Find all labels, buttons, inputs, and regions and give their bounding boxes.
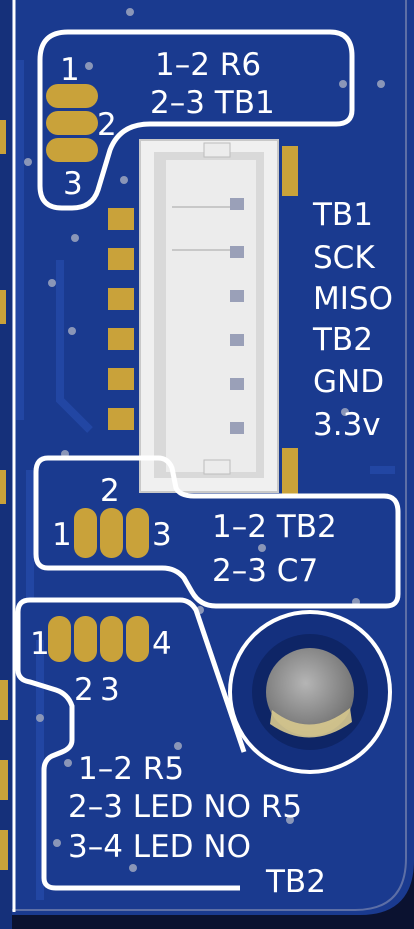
connector-pin-label-1: TB1: [312, 197, 373, 233]
connector-pin-label-2: SCK: [313, 240, 375, 276]
jumper-mid-line-2: 2–3 C7: [212, 553, 318, 589]
connector-body: [139, 139, 279, 493]
connector-pin-label-6: 3.3v: [313, 407, 381, 443]
jumper-top-pin-3: 3: [63, 166, 83, 202]
jumper-bottom-pin-3: 3: [100, 672, 120, 708]
connector-side-pads: [108, 146, 298, 494]
jumper-top-pin-2: 2: [97, 107, 117, 143]
jumper-top-pin-1: 1: [60, 52, 80, 88]
left-edge-pads: [0, 120, 8, 870]
jumper-bottom-pin-1: 1: [30, 626, 50, 662]
mounting-hole: [228, 610, 392, 774]
jumper-bottom-line-3: 3–4 LED NO: [68, 829, 251, 865]
jumper-top-line-2: 2–3 TB1: [150, 85, 275, 121]
connector-pin-label-4: TB2: [312, 322, 373, 358]
jumper-mid-outline: [33, 455, 401, 609]
jumper-bottom-pads: [48, 616, 149, 662]
board-edge: [0, 860, 414, 929]
jumper-mid-pin-2: 2: [100, 473, 120, 509]
jumper-bottom-pin-2: 2: [74, 672, 94, 708]
jumper-top-pads: [46, 84, 98, 162]
vias: [24, 8, 385, 872]
jumper-mid-pin-3: 3: [152, 517, 172, 553]
jumper-top-line-1: 1–2 R6: [155, 47, 261, 83]
jumper-top-outline: [37, 29, 355, 211]
jumper-mid-pin-1: 1: [52, 517, 72, 553]
jumper-mid-line-1: 1–2 TB2: [212, 509, 337, 545]
jumper-bottom-outline: [15, 597, 247, 891]
jumper-bottom-pin-4: 4: [152, 626, 172, 662]
jumper-mid-pads: [74, 508, 149, 558]
connector-pin-label-5: GND: [313, 364, 384, 400]
connector-pin-label-3: MISO: [313, 281, 393, 317]
jumper-bottom-line-1: 1–2 R5: [78, 751, 184, 787]
jumper-bottom-line-4: TB2: [265, 864, 326, 900]
jumper-bottom-line-2: 2–3 LED NO R5: [68, 789, 302, 825]
